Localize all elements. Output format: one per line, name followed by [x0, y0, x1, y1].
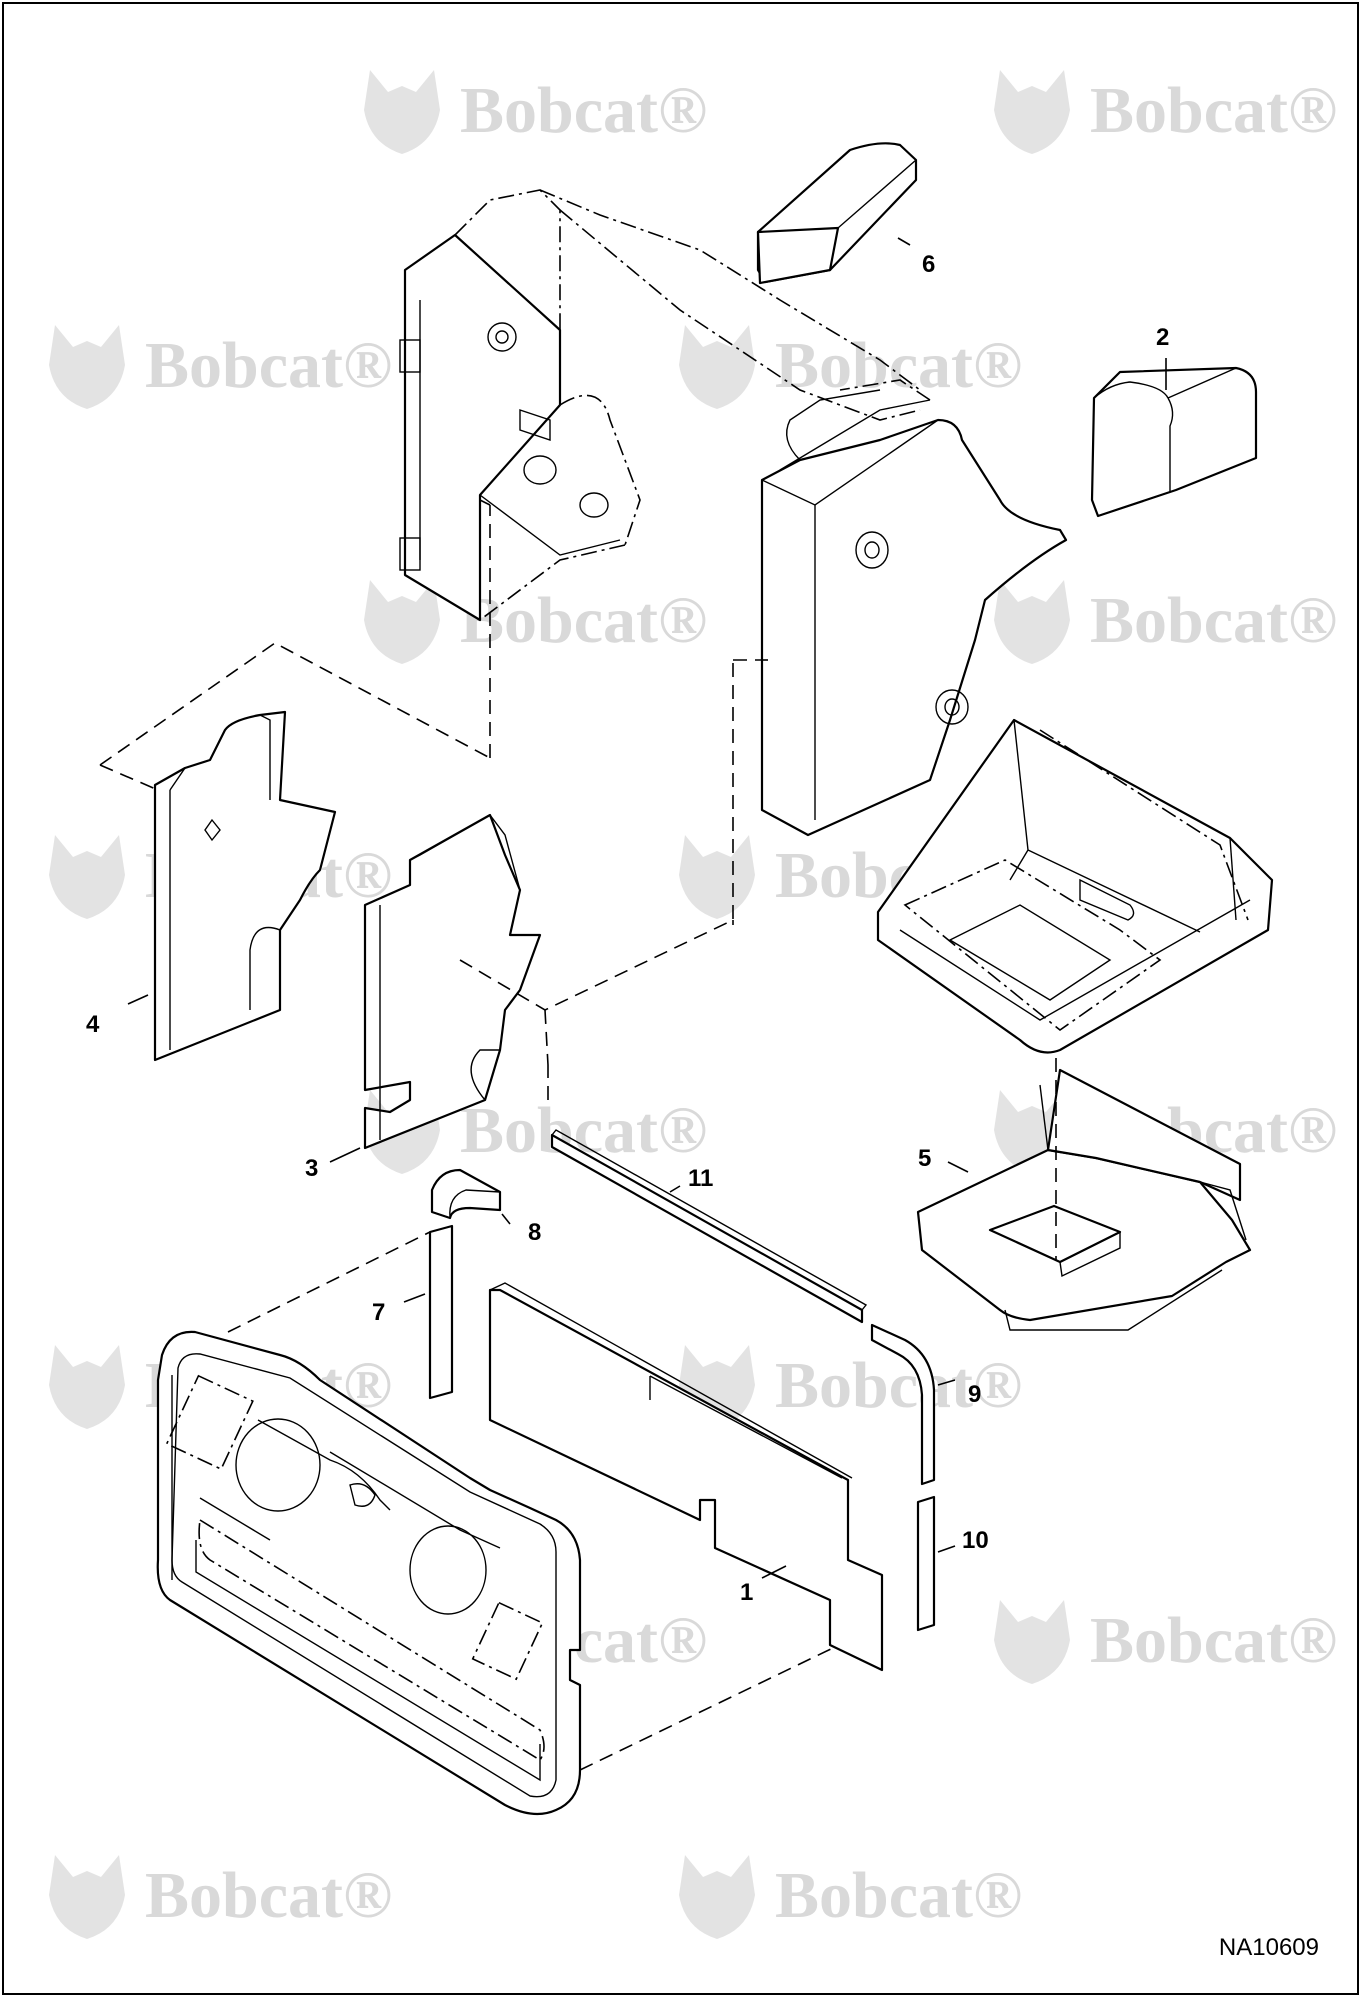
callout-3: 3: [305, 1155, 318, 1182]
bobcat-watermark: Bobcat®: [364, 580, 707, 664]
watermark-text: Bobcat®: [1090, 584, 1337, 657]
watermark-text: Bobcat®: [775, 1349, 1022, 1422]
watermark-text: Bobcat®: [460, 74, 707, 147]
part-5-floor-mat: [916, 1068, 1252, 1331]
callout-8: 8: [528, 1219, 541, 1246]
callout-7: 7: [372, 1299, 385, 1326]
callout-labels: 6 2 4 3 5 7 8 9 10 11 1: [86, 251, 1169, 1606]
watermark-text: Bobcat®: [460, 584, 707, 657]
bobcat-logo-icon: [679, 835, 755, 919]
assembly-lines: [99, 499, 1057, 1771]
part-3-side-panel: [363, 813, 542, 1150]
bobcat-watermark: Bobcat®: [49, 325, 392, 409]
bobcat-watermark: Bobcat®: [364, 70, 707, 154]
bobcat-logo-icon: [49, 1345, 125, 1429]
watermark-layer: Bobcat® Bobcat® Bobcat® Bobcat® Bobcat® Bobca…: [49, 70, 1337, 1939]
drawing-number: NA10609: [1218, 1934, 1319, 1961]
callout-2: 2: [1156, 324, 1169, 351]
part-1-rear-panel: [488, 1282, 884, 1672]
callout-6: 6: [922, 251, 935, 278]
part-7-vertical-strip: [428, 1224, 454, 1400]
bobcat-logo-icon: [679, 325, 755, 409]
floor-pan-assembly: [876, 718, 1274, 1054]
rear-wall-panel: [156, 1330, 582, 1816]
part-9-bent-strip: [870, 1323, 936, 1486]
bobcat-watermark: Bobcat®: [49, 1855, 392, 1939]
bobcat-watermark: Bobcat®: [679, 325, 1022, 409]
watermark-text: Bobcat®: [145, 1859, 392, 1932]
bobcat-logo-icon: [364, 70, 440, 154]
bobcat-watermark: Bobcat®: [994, 70, 1337, 154]
part-11-strip: [550, 1129, 868, 1324]
watermark-text: Bobcat®: [775, 1859, 1022, 1932]
bobcat-logo-icon: [49, 1855, 125, 1939]
bobcat-logo-icon: [679, 1855, 755, 1939]
watermark-text: Bobcat®: [145, 329, 392, 402]
callout-9: 9: [968, 1381, 981, 1408]
part-8-small-block: [430, 1168, 502, 1220]
bobcat-logo-icon: [994, 70, 1070, 154]
part-2-foam-block: [1090, 366, 1258, 518]
bobcat-logo-icon: [49, 835, 125, 919]
callout-5: 5: [918, 1145, 931, 1172]
watermark-text: Bobcat®: [775, 329, 1022, 402]
watermark-text: Bobcat®: [1090, 74, 1337, 147]
callout-leaders: [127, 237, 1167, 1579]
bobcat-logo-icon: [49, 325, 125, 409]
bobcat-logo-icon: [994, 1600, 1070, 1684]
bobcat-watermark: Bobcat®: [679, 1855, 1022, 1939]
bobcat-logo-icon: [364, 580, 440, 664]
callout-4: 4: [86, 1011, 100, 1038]
main-frame-assembly: [399, 189, 1068, 837]
callout-11: 11: [688, 1165, 713, 1192]
bobcat-watermark: Bobcat®: [994, 580, 1337, 664]
part-6-foam-block: [756, 142, 918, 285]
part-10-short-strip: [916, 1495, 936, 1632]
bobcat-watermark: Bobcat®: [994, 1600, 1337, 1684]
bobcat-logo-icon: [994, 580, 1070, 664]
callout-10: 10: [962, 1527, 989, 1554]
part-4-side-panel: [153, 710, 337, 1062]
watermark-text: Bobcat®: [1090, 1604, 1337, 1677]
callout-1: 1: [740, 1579, 753, 1606]
